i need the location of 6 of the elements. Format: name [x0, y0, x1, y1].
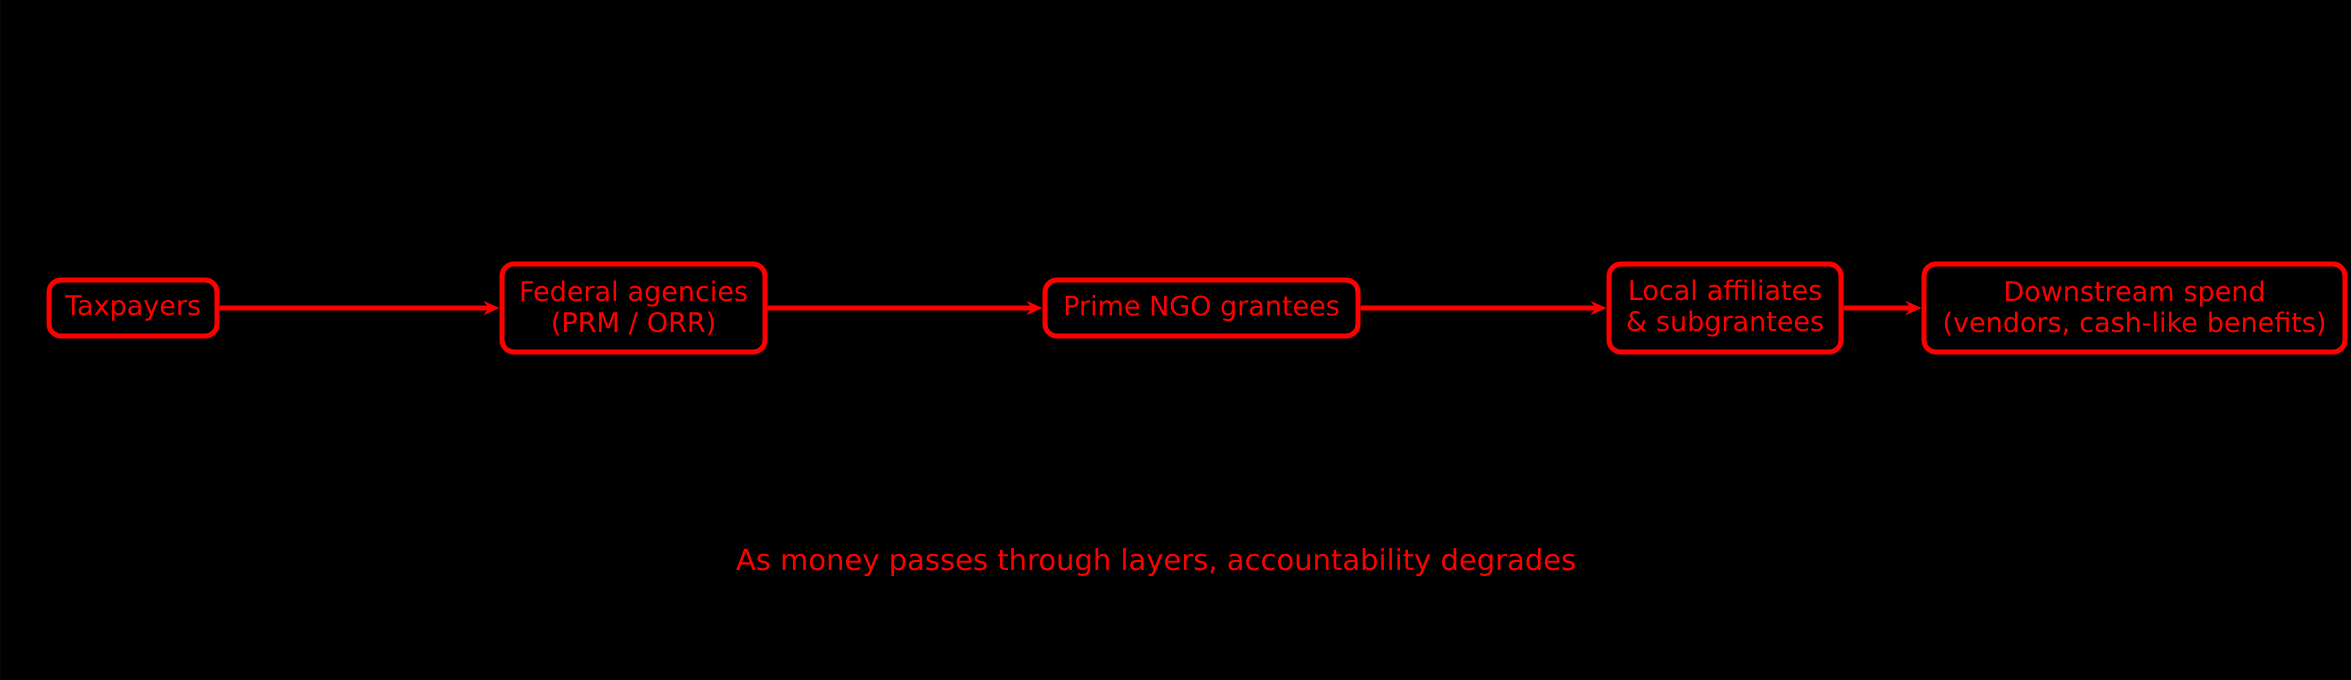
process-box: Federal agencies (PRM / ORR) — [499, 261, 768, 355]
process-box: Local affiliates & subgrantees — [1606, 261, 1844, 355]
process-box: Prime NGO grantees — [1042, 277, 1361, 339]
caption: As money passes through layers, accountability degrades — [736, 547, 1575, 576]
process-box: Downstream spend (vendors, cash-like benefits) — [1921, 261, 2348, 355]
process-box: Taxpayers — [46, 277, 220, 339]
